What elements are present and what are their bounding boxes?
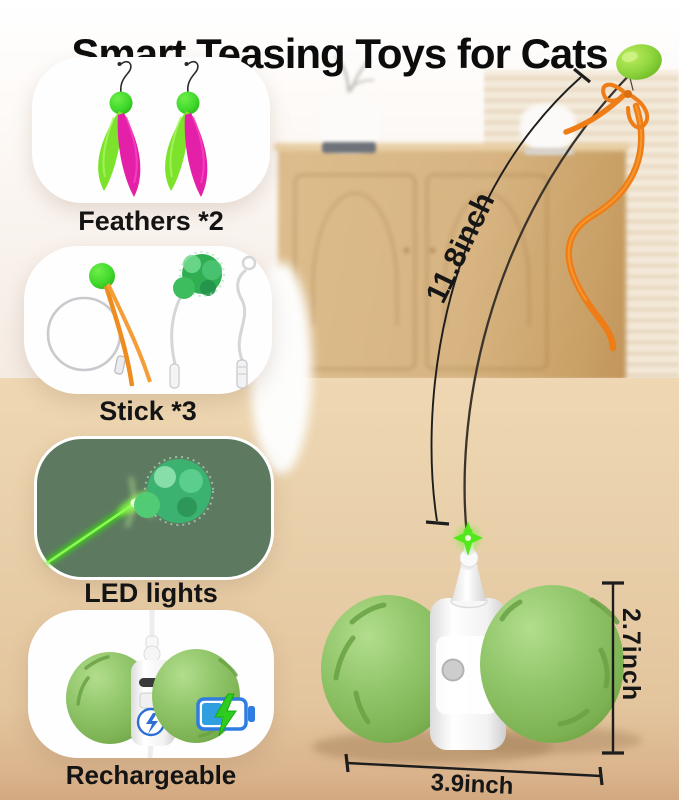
measurement-toy-width: 3.9inch — [430, 769, 514, 800]
measure-line-width — [344, 753, 604, 786]
s-curve-stick — [236, 255, 257, 389]
wand-wire — [463, 69, 635, 537]
right-wheel — [480, 585, 624, 743]
feature-card-stick — [24, 246, 272, 394]
feature-label-rechargeable: Rechargeable — [65, 760, 237, 790]
feather-charm — [165, 60, 208, 197]
charging-illustration — [66, 610, 255, 758]
jug-base — [524, 148, 574, 155]
feathers-illustration — [98, 60, 208, 197]
feature-label-stick: Stick *3 — [99, 396, 197, 426]
feather-charm — [98, 60, 141, 197]
left-wheel — [321, 595, 455, 743]
feature-label-feathers: Feathers *2 — [78, 206, 224, 236]
power-button — [441, 658, 465, 682]
feature-card-feathers — [32, 57, 270, 203]
ring-stick — [46, 263, 152, 387]
wand-ball — [616, 44, 662, 80]
cabinet-handle — [430, 248, 435, 253]
orange-ribbon — [563, 77, 650, 352]
measure-line-wand — [425, 67, 592, 526]
measurement-toy-height: 2.7inch — [617, 608, 645, 702]
cabinet-handle — [404, 248, 409, 253]
cabinet-door — [294, 174, 416, 370]
cabinet-door — [426, 174, 548, 370]
glowing-connector — [453, 521, 483, 556]
sticks-illustration — [46, 251, 257, 389]
cabinet-top-edge — [274, 143, 630, 151]
feature-card-led — [34, 436, 274, 580]
green-pompom — [134, 456, 214, 526]
lightning-bolt-icon — [146, 713, 158, 734]
robot-toy — [321, 521, 624, 750]
feature-label-led: LED lights — [84, 578, 218, 608]
battery-charging-icon — [196, 693, 255, 737]
vase-base — [322, 142, 376, 153]
measure-line-height — [602, 581, 624, 755]
led-illustration — [45, 456, 214, 566]
feature-card-rechargeable — [28, 610, 274, 758]
pompom-stick — [169, 251, 225, 389]
white-jug — [520, 104, 576, 152]
